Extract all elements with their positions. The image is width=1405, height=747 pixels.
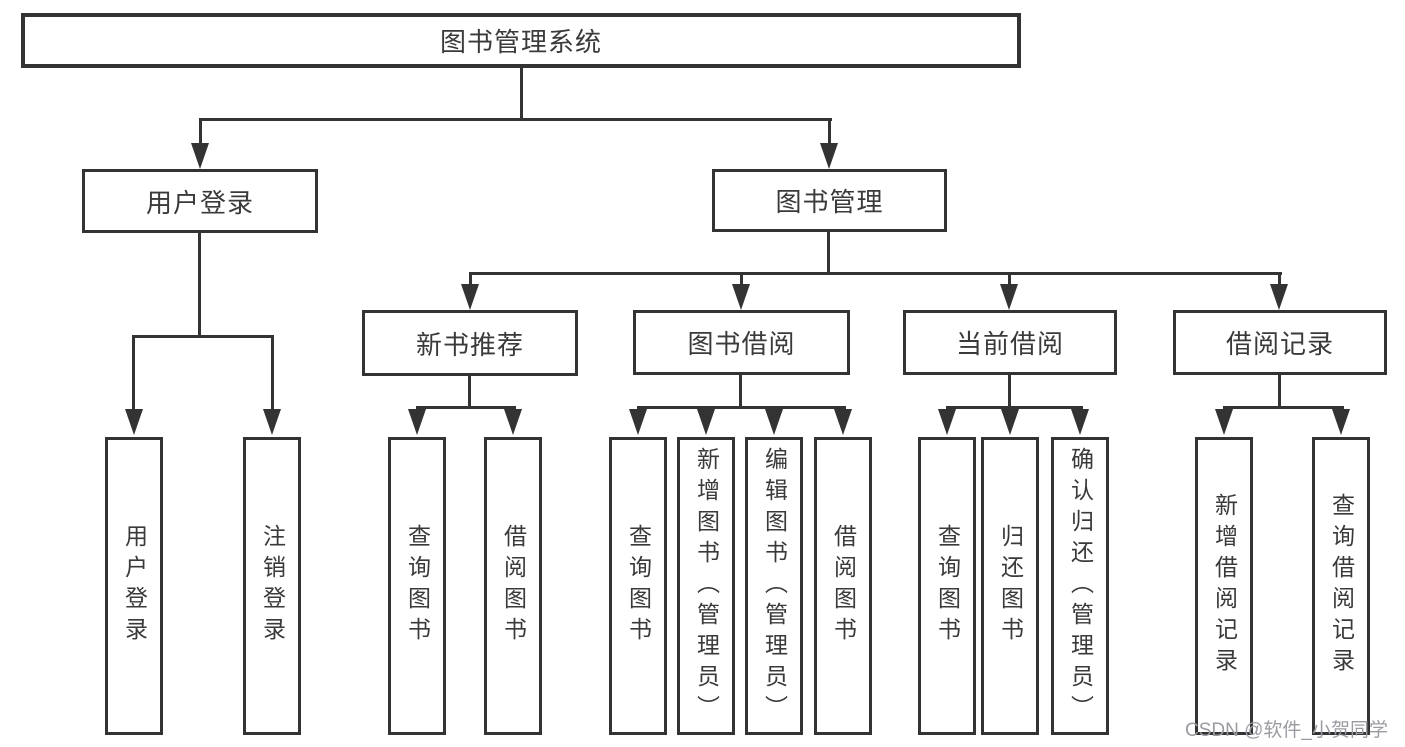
leaf-query-books-3: 查询图书 [918, 437, 976, 735]
leaf-user-login: 用户登录 [105, 437, 163, 735]
leaf-logout-label: 注销登录 [259, 524, 286, 648]
leaf-return-book: 归还图书 [981, 437, 1039, 735]
connector-book-mgmt-stem [827, 232, 830, 274]
leaf-add-borrow-record-label: 新增借阅记录 [1211, 493, 1238, 679]
leaf-logout: 注销登录 [243, 437, 301, 735]
leaf-query-books-2: 查询图书 [609, 437, 667, 735]
arrowhead-leaf-confirm-return [1071, 409, 1089, 435]
leaf-user-login-label: 用户登录 [121, 524, 148, 648]
connector-arm-leaf-login [132, 335, 135, 411]
connector-borrow-record-stem [1278, 375, 1281, 408]
connector-new-book-rec-stem [468, 375, 471, 408]
connector-user-login-stem [198, 233, 201, 337]
leaf-borrow-books-1: 借阅图书 [484, 437, 542, 735]
leaf-edit-book-admin-label: 编辑图书（管理员） [761, 446, 788, 726]
arrowhead-leaf-query-books-3 [938, 409, 956, 435]
connector-arm-current-borrow [1008, 272, 1011, 286]
node-book-borrowing-label: 图书借阅 [687, 329, 796, 359]
connector-user-login-split [132, 335, 274, 338]
node-user-login-label: 用户登录 [145, 187, 254, 218]
node-current-borrowing-label: 当前借阅 [955, 329, 1064, 359]
arrowhead-leaf-query-books-1 [408, 409, 426, 435]
node-book-management: 图书管理 [712, 169, 947, 232]
connector-arm-leaf-logout [271, 335, 274, 411]
connector-arm-new-book-rec [469, 272, 472, 286]
arrowhead-book-mgmt [820, 143, 838, 169]
arrowhead-leaf-query-borrow-record [1332, 409, 1350, 435]
leaf-query-books-2-label: 查询图书 [625, 524, 652, 648]
arrowhead-leaf-logout [263, 409, 281, 435]
leaf-confirm-return-admin-label: 确认归还（管理员） [1067, 446, 1094, 726]
leaf-confirm-return-admin: 确认归还（管理员） [1051, 437, 1109, 735]
connector-arm-book-mgmt [828, 118, 831, 146]
connector-book-mgmt-split [469, 272, 1282, 275]
leaf-query-borrow-record: 查询借阅记录 [1312, 437, 1370, 735]
connector-new-book-rec-split [416, 406, 516, 409]
node-user-login: 用户登录 [82, 169, 318, 233]
arrowhead-user-login [191, 143, 209, 169]
leaf-query-books-3-label: 查询图书 [934, 524, 961, 648]
arrowhead-leaf-login [125, 409, 143, 435]
arrowhead-leaf-edit-book [765, 409, 783, 435]
csdn-watermark: CSDN @软件_小贺同学 [1185, 720, 1388, 741]
leaf-query-borrow-record-label: 查询借阅记录 [1328, 493, 1355, 679]
node-borrowing-records: 借阅记录 [1173, 310, 1387, 375]
leaf-add-borrow-record: 新增借阅记录 [1195, 437, 1253, 735]
node-root-library-system: 图书管理系统 [21, 13, 1021, 68]
leaf-edit-book-admin: 编辑图书（管理员） [745, 437, 803, 735]
leaf-borrow-books-1-label: 借阅图书 [500, 524, 527, 648]
arrowhead-new-book-rec [461, 284, 479, 310]
arrowhead-borrow-record [1270, 284, 1288, 310]
leaf-borrow-books-2-label: 借阅图书 [830, 524, 857, 648]
arrowhead-leaf-borrow-books-1 [504, 409, 522, 435]
connector-current-borrow-stem [1008, 375, 1011, 408]
arrowhead-leaf-return-book [1001, 409, 1019, 435]
node-book-borrowing: 图书借阅 [633, 310, 850, 375]
connector-arm-user-login [199, 118, 202, 146]
connector-root-split [199, 118, 832, 121]
leaf-query-books-1-label: 查询图书 [404, 524, 431, 648]
leaf-add-book-admin-label: 新增图书（管理员） [693, 446, 720, 726]
node-current-borrowing: 当前借阅 [903, 310, 1117, 375]
arrowhead-book-borrow [732, 284, 750, 310]
leaf-query-books-1: 查询图书 [388, 437, 446, 735]
connector-current-borrow-split [946, 406, 1083, 409]
connector-arm-book-borrow [740, 272, 743, 286]
node-new-book-recommend-label: 新书推荐 [415, 329, 524, 360]
connector-book-borrow-stem [739, 375, 742, 408]
node-borrowing-records-label: 借阅记录 [1225, 329, 1334, 359]
node-book-management-label: 图书管理 [775, 187, 884, 217]
leaf-add-book-admin: 新增图书（管理员） [677, 437, 735, 735]
leaf-return-book-label: 归还图书 [997, 524, 1024, 648]
arrowhead-leaf-borrow-books-2 [834, 409, 852, 435]
node-new-book-recommend: 新书推荐 [362, 310, 578, 376]
connector-borrow-record-split [1223, 406, 1344, 409]
connector-book-borrow-split [637, 406, 846, 409]
connector-root-stem [520, 68, 523, 118]
arrowhead-leaf-query-books-2 [629, 409, 647, 435]
node-root-label: 图书管理系统 [439, 27, 602, 57]
leaf-borrow-books-2: 借阅图书 [814, 437, 872, 735]
connector-arm-borrow-record [1278, 272, 1281, 286]
arrowhead-leaf-add-borrow-record [1215, 409, 1233, 435]
arrowhead-current-borrow [1000, 284, 1018, 310]
arrowhead-leaf-add-book [697, 409, 715, 435]
